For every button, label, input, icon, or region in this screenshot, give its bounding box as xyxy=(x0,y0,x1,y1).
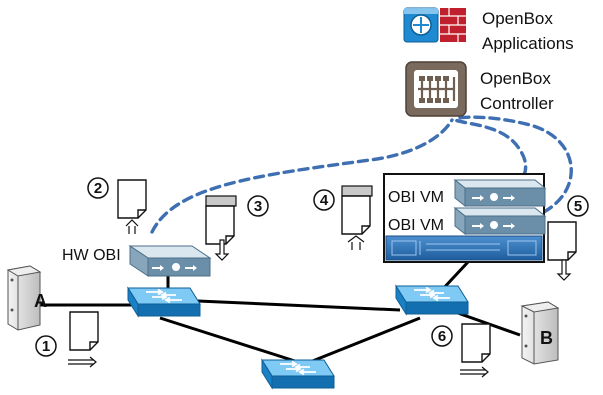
switch-icon-bottom xyxy=(261,359,335,389)
applications-label-line2: Applications xyxy=(482,34,574,53)
step-2-badge xyxy=(87,177,109,199)
obi-vm-bottom xyxy=(453,206,547,236)
arrow-icon xyxy=(67,356,97,368)
arrow-icon xyxy=(556,259,572,281)
step-3-badge xyxy=(247,195,269,217)
step-5-document xyxy=(547,221,577,281)
server-icon-a xyxy=(6,265,42,331)
step-6-document xyxy=(459,323,491,378)
applications-icon-group xyxy=(403,7,466,43)
host-b-label: B xyxy=(540,328,553,348)
arrow-icon xyxy=(214,239,230,261)
document-icon xyxy=(341,195,371,235)
arrow-icon xyxy=(347,235,365,250)
arrow-icon xyxy=(459,366,489,378)
step-4-number: 4 xyxy=(320,192,329,209)
step-6-number: 6 xyxy=(438,328,446,345)
server-icon-b xyxy=(520,301,560,365)
step-1-number: 1 xyxy=(42,338,50,355)
document-icon xyxy=(461,323,491,363)
step-6-badge xyxy=(431,325,453,347)
controller-icon xyxy=(405,61,467,117)
document-icon xyxy=(117,179,147,219)
step-3-number: 3 xyxy=(254,198,262,215)
controller-label-line2: Controller xyxy=(480,94,554,113)
document-icon xyxy=(69,311,99,351)
firewall-icon xyxy=(440,8,466,42)
hw-obi-label: HW OBI xyxy=(62,247,121,264)
applications-label-line1: OpenBox xyxy=(482,9,553,28)
switch-icon-left xyxy=(127,287,201,317)
step-2-document xyxy=(117,179,147,234)
host-a-label: A xyxy=(34,291,47,311)
obi-vm-top xyxy=(453,178,547,208)
arrow-icon xyxy=(125,219,139,234)
obi-vm-bottom-label: OBI VM xyxy=(388,217,444,234)
step-3-document xyxy=(205,195,237,261)
step-4-document xyxy=(341,185,373,250)
step-1-badge xyxy=(35,335,57,357)
step-4-badge xyxy=(313,189,335,211)
step-5-number: 5 xyxy=(574,198,582,215)
step-5-badge xyxy=(567,195,589,217)
step-1-document xyxy=(67,311,99,368)
control-links xyxy=(150,115,573,234)
switch-icon-right xyxy=(395,285,469,315)
document-icon xyxy=(547,221,577,261)
document-icon xyxy=(205,205,235,245)
hw-obi-box xyxy=(128,245,212,277)
application-icon xyxy=(403,7,439,43)
step-2-number: 2 xyxy=(94,180,102,197)
controller-label-line1: OpenBox xyxy=(480,69,551,88)
obi-vm-top-label: OBI VM xyxy=(388,189,444,206)
